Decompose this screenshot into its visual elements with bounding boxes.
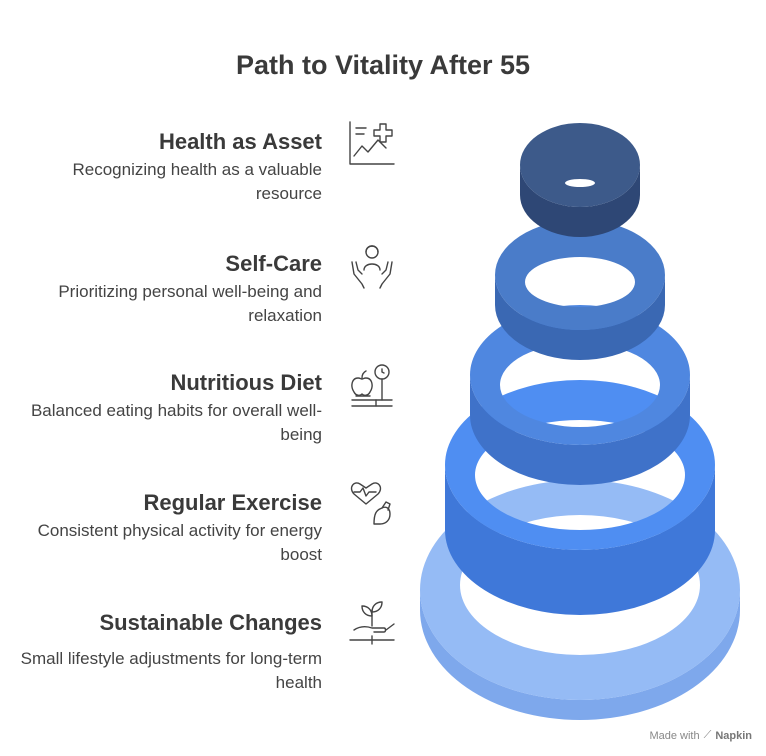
item-regular-exercise: Regular Exercise Consistent physical act…: [2, 489, 322, 567]
item-description: Consistent physical activity for energy …: [37, 521, 322, 564]
item-description: Recognizing health as a valuable resourc…: [72, 160, 322, 203]
item-title: Nutritious Diet: [170, 370, 322, 395]
item-description: Prioritizing personal well-being and rel…: [58, 282, 322, 325]
ring-sustainable-changes: [420, 480, 740, 720]
ring-nutritious-diet-side: [470, 375, 690, 485]
ring-sustainable-changes-top: [420, 480, 740, 700]
footer-credit: Made with ⟋ Napkin: [649, 729, 752, 742]
ring-health-as-asset-top: [520, 123, 640, 207]
self-care-person-icon: [346, 240, 398, 292]
item-description: Small lifestyle adjustments for long-ter…: [20, 649, 322, 692]
ring-sustainable-changes-body: [420, 590, 740, 720]
item-nutritious-diet: Nutritious Diet Balanced eating habits f…: [2, 369, 322, 447]
ring-self-care-top: [495, 220, 665, 330]
ring-regular-exercise-side: [445, 465, 715, 615]
ring-self-care: [495, 220, 665, 360]
item-self-care: Self-Care Prioritizing personal well-bei…: [2, 250, 322, 328]
napkin-brand: Napkin: [715, 729, 752, 742]
ring-health-as-asset-side: [520, 165, 640, 237]
health-chart-icon: [346, 118, 398, 170]
heart-arm-icon: [346, 478, 398, 530]
item-sustainable-changes: Sustainable Changes Small lifestyle adju…: [2, 609, 322, 695]
apple-scale-icon: [346, 360, 398, 412]
item-title: Sustainable Changes: [99, 610, 322, 635]
made-with-label: Made with: [649, 729, 700, 742]
napkin-logo-icon: ⟋: [703, 729, 712, 741]
ring-health-as-asset: [520, 123, 640, 237]
plant-hand-icon: [346, 596, 398, 648]
page-title: Path to Vitality After 55: [235, 50, 531, 80]
ring-stack-diagram: [420, 123, 740, 720]
item-title: Regular Exercise: [143, 490, 322, 515]
item-health-as-asset: Health as Asset Recognizing health as a …: [2, 128, 322, 206]
item-title: Self-Care: [225, 251, 322, 276]
item-description: Balanced eating habits for overall well-…: [30, 401, 322, 444]
ring-self-care-side: [495, 275, 665, 360]
item-title: Health as Asset: [158, 129, 322, 154]
